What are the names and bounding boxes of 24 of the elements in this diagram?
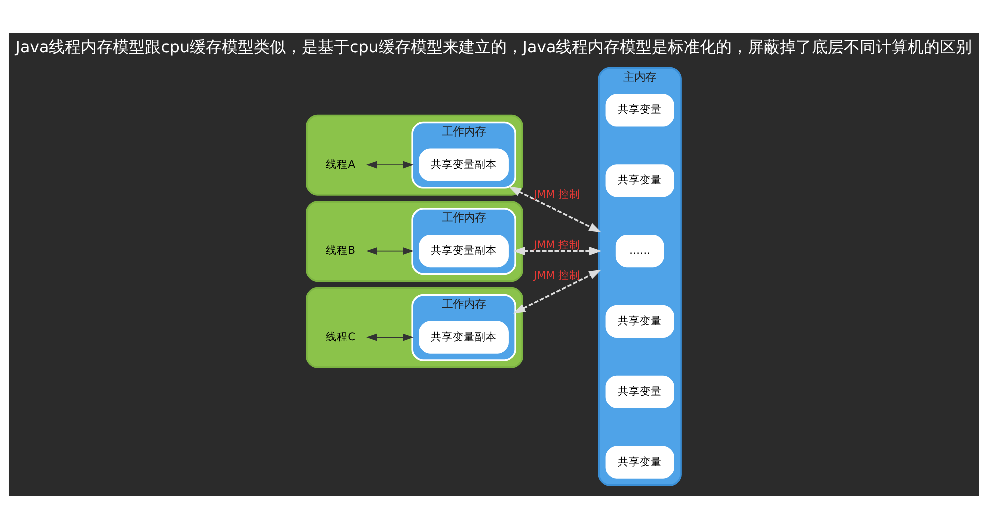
diagram-title: Java线程内存模型跟cpu缓存模型类似，是基于cpu缓存模型来建立的，Java线程内存模型是标准化的，屏蔽掉了底层不同计算机的区别	[16, 37, 972, 56]
cluster	[306, 286, 524, 368]
edge-label: JMM 控制	[534, 188, 581, 201]
node-box: 共享变量副本	[419, 148, 509, 181]
arrow	[508, 186, 602, 232]
cluster	[306, 200, 524, 282]
arrow	[512, 246, 602, 256]
node-box: 共享变量副本	[419, 234, 509, 268]
node-box: ……	[616, 234, 664, 268]
node-text: 线程B	[326, 244, 356, 257]
node-box: 共享变量	[606, 164, 674, 197]
arrow	[366, 333, 414, 341]
node-box: 共享变量副本	[419, 320, 509, 354]
node-box: 共享变量	[606, 304, 674, 338]
node-text: 线程C	[326, 330, 356, 343]
node-box: 共享变量	[606, 446, 674, 478]
node-box: 共享变量	[606, 94, 674, 126]
node-text: 线程A	[326, 158, 356, 170]
arrow	[366, 247, 414, 254]
node-box: 共享变量	[606, 375, 674, 408]
arrow	[366, 160, 414, 168]
edge-label: JMM 控制	[534, 270, 581, 282]
edge-label: JMM 控制	[534, 238, 581, 251]
arrow	[513, 269, 602, 314]
